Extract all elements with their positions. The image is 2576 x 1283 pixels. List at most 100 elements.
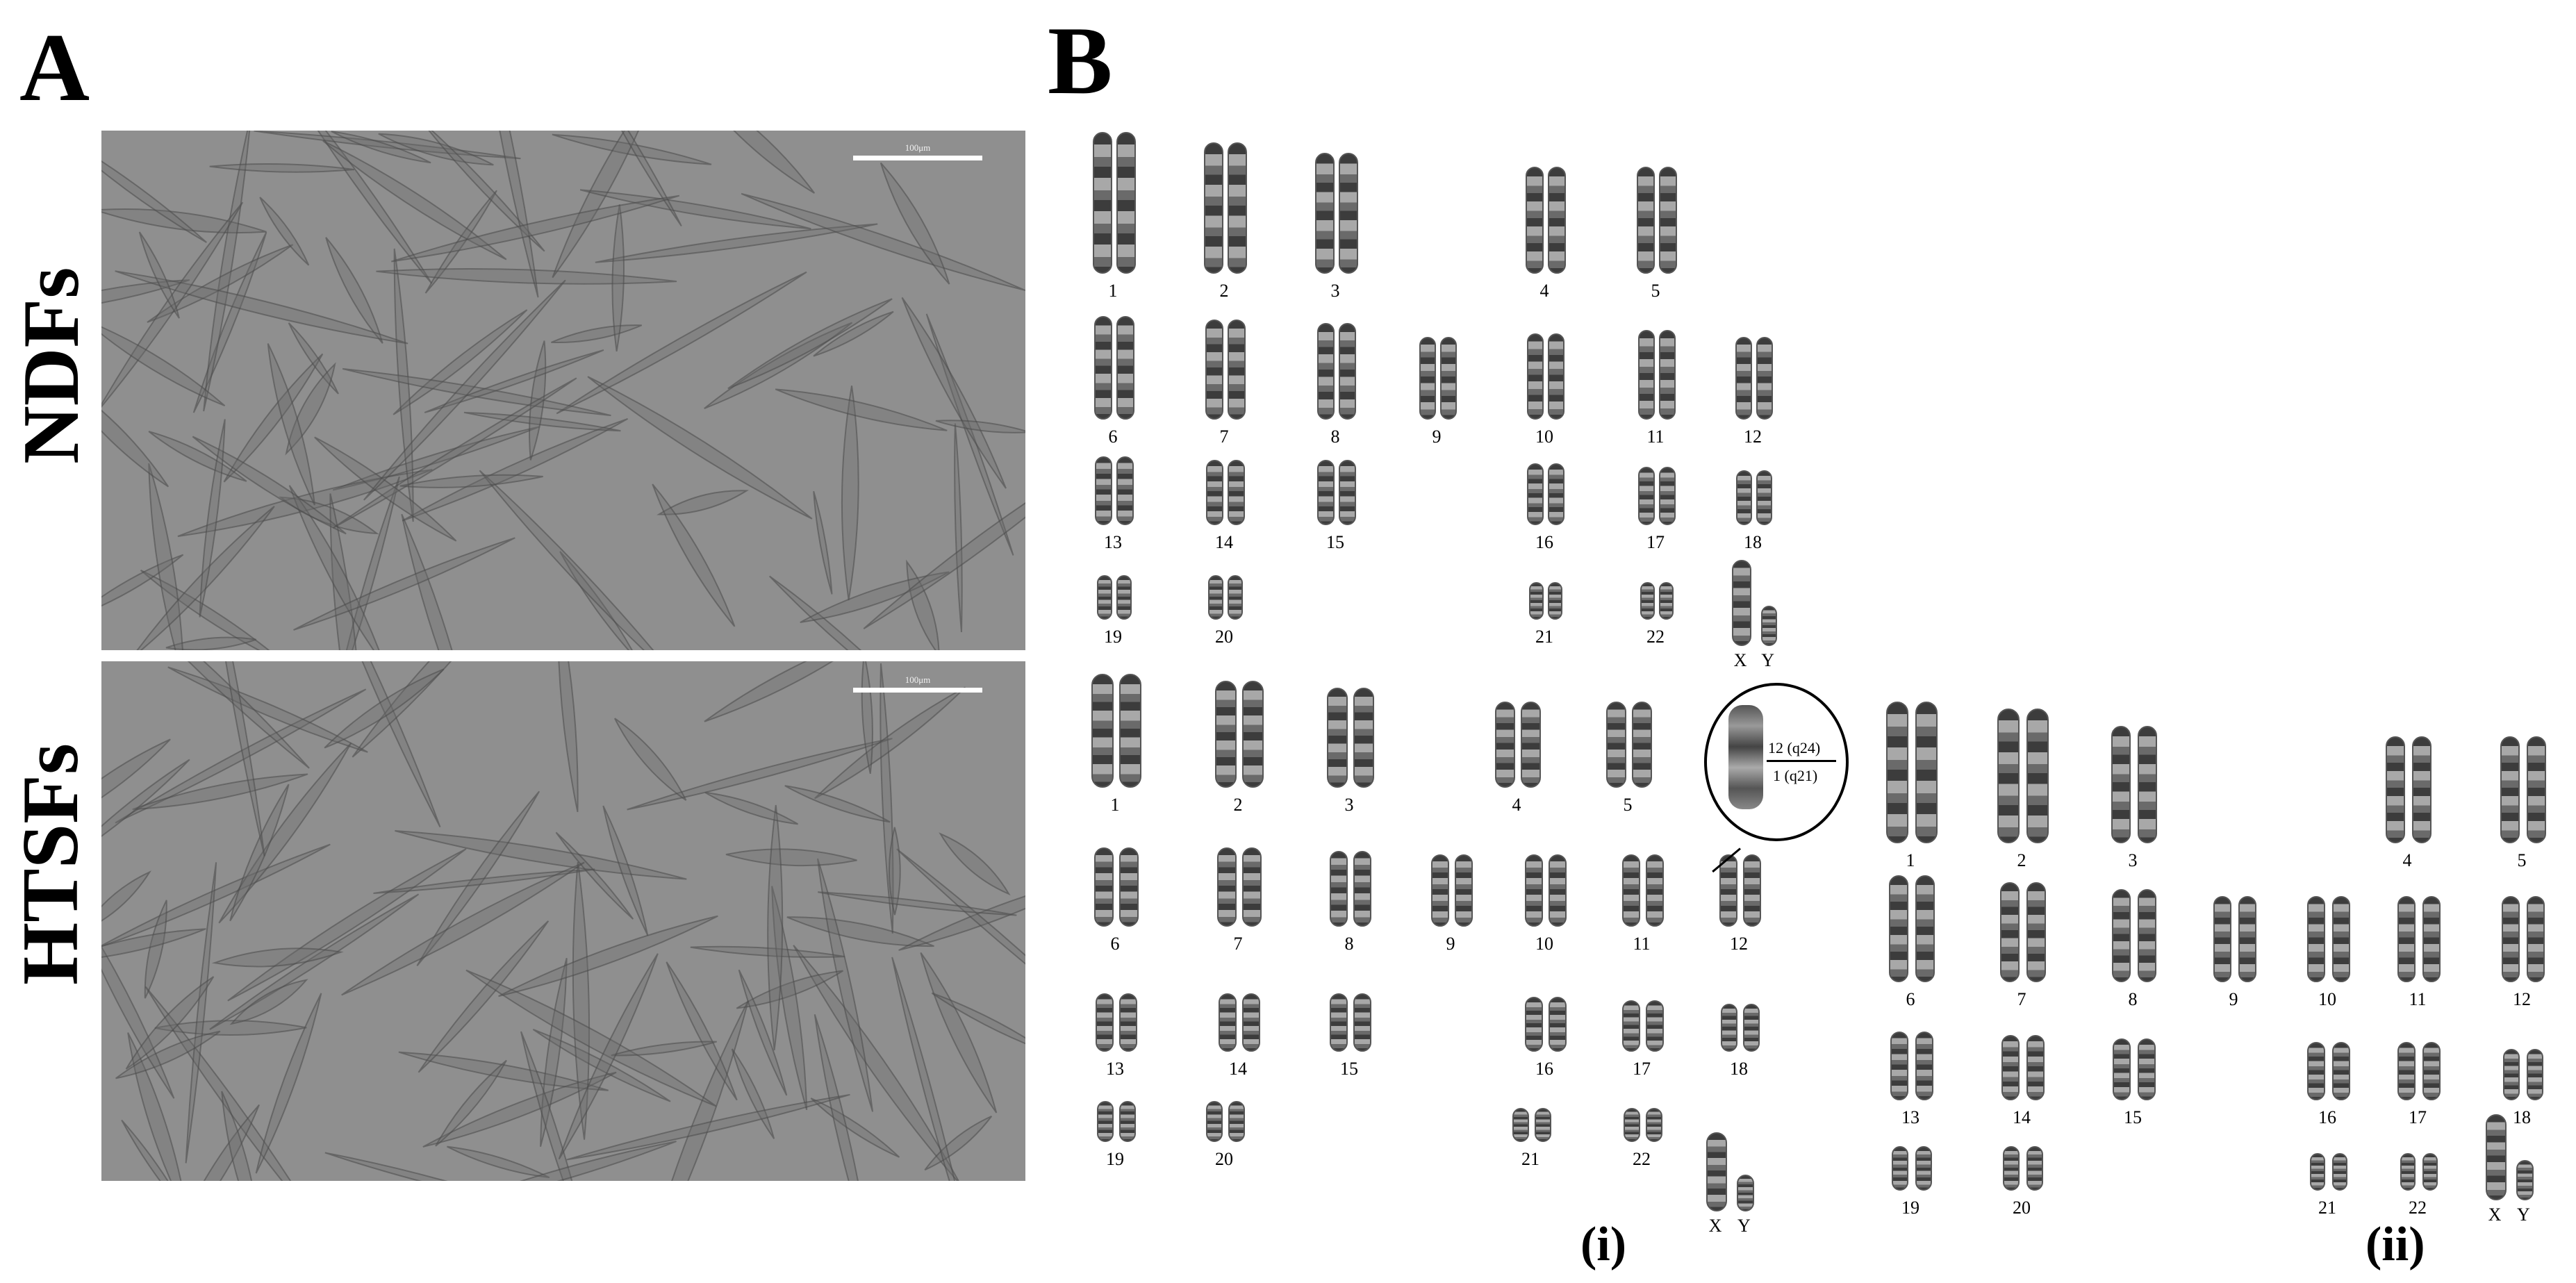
cell-shape [428,131,545,252]
chromosome-label: 4 [2402,850,2412,870]
chromosome-label: 20 [1215,627,1233,647]
chromosome [1096,993,1114,1052]
chromosome [1512,1108,1529,1142]
cell-shape [863,502,1025,629]
htsf-scale-bar [853,688,982,693]
cell-shape [138,231,180,319]
cell-shape [424,349,604,413]
chromosome-label: 3 [1330,281,1340,301]
chromosome [1116,316,1134,420]
chromosome [2500,736,2520,843]
chromosome [1097,1101,1114,1142]
chromosome-label: 8 [1330,427,1340,447]
cell-shape [552,133,712,165]
chromosome [1353,993,1371,1052]
htsf-micrograph [101,661,1025,1181]
cell-shape [435,1059,507,1147]
chromosome [1735,337,1752,420]
chromosome-label: 2 [2017,850,2026,870]
chromosome [1622,854,1640,927]
chromosome [2397,1042,2416,1100]
chromosome [1093,132,1112,274]
chromosome-label: 3 [1344,795,1354,815]
chromosome [1242,993,1260,1052]
cell-shape [203,131,251,412]
chromosome [1317,460,1335,525]
cell-shape [127,1032,182,1181]
cell-shape [611,204,625,352]
chromosome [1548,582,1562,620]
cell-shape [498,915,718,998]
chromosome-label: 11 [1633,934,1651,954]
chromosome-label: 6 [1110,934,1120,954]
chromosome [1743,1004,1760,1052]
cell-shape [398,1051,609,1091]
cell-shape [391,194,680,263]
chromosome [2138,1038,2156,1100]
cell-shape [814,686,966,800]
ndf-scale-text: 100μm [905,142,931,153]
cell-shape [418,920,550,1073]
chromosome-label: 7 [1233,934,1243,954]
sex-label-y: Y [1737,1216,1751,1236]
chromosome-label: 1 [1108,281,1118,301]
htsf-scale-text: 100μm [905,674,931,685]
chromosome-label: 5 [1623,795,1633,815]
cell-shape [199,419,226,618]
chromosome [1204,142,1223,274]
chromosome [1353,688,1374,788]
chromosome [1353,851,1371,927]
chromosome [2386,736,2405,843]
cell-shape [741,192,1025,291]
chromosome [2486,1114,2507,1200]
chromosome-label: 17 [1633,1059,1651,1079]
cell-shape [255,993,322,1174]
chromosome [1915,875,1935,982]
chromosome-label: 18 [1730,1059,1748,1079]
chromosome [2332,1042,2350,1100]
chromosome [1915,702,1938,843]
chromosome [2112,889,2131,982]
chromosome [2332,1153,2347,1191]
chromosome [2307,1042,2325,1100]
inset-top-label: 12 (q24) [1768,739,1821,756]
cell-shape [101,945,175,1099]
chromosome [1646,1000,1664,1052]
chromosome [2516,1160,2534,1200]
chromosome [2422,896,2441,982]
micrograph-cells [101,661,1025,1181]
sex-label-x: X [1708,1216,1722,1236]
panel-a-letter: A [19,14,90,122]
chromosome [1228,320,1246,420]
cell-shape [954,423,963,633]
cell-shape [551,324,643,343]
chromosome [1737,1174,1754,1211]
chromosome [1228,460,1245,525]
chromosome-label: 13 [1104,532,1122,552]
cell-shape [101,409,170,488]
chromosome [1339,323,1356,420]
chromosome [1339,153,1358,274]
micrograph-cells [101,131,1025,650]
chromosome [2332,896,2350,982]
cell-shape [424,190,497,294]
chromosome [1548,333,1564,420]
chromosome [1527,333,1544,420]
chromosome [1889,875,1908,982]
cell-shape [218,743,352,924]
chromosome [1548,167,1566,274]
cell-shape [192,436,347,535]
chromosome [1659,330,1676,420]
chromosome [1637,167,1655,274]
cell-shape [332,377,577,529]
cell-shape [376,268,677,285]
chromosome [1419,337,1436,420]
cell-shape [177,469,433,538]
cell-shape [132,773,308,811]
chromosome [1215,681,1237,788]
chromosome-label: 10 [1535,934,1553,954]
row-label-htsfs: HTSFs [6,743,95,985]
cell-shape [810,1098,900,1158]
chromosome [2412,736,2431,843]
cell-shape [125,976,215,1070]
